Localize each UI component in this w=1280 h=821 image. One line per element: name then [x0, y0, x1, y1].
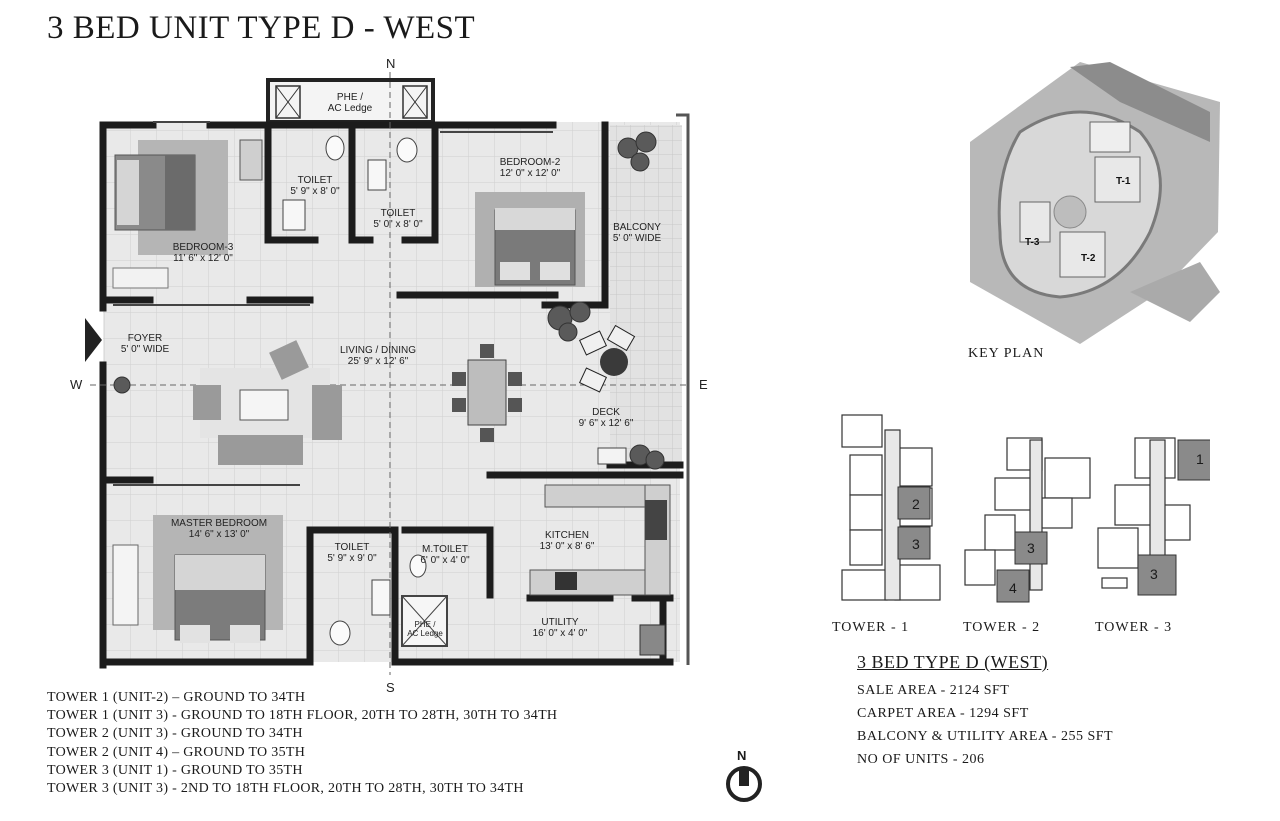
tower-3-name: TOWER - 3 [1095, 620, 1173, 635]
dining-table [467, 359, 507, 426]
tower-3-diagram [1097, 437, 1191, 589]
key-plan-t2: T-2 [1081, 253, 1096, 264]
tower-1-unit-3 [897, 526, 931, 560]
note-line: TOWER 3 (UNIT 3) - 2ND TO 18TH FLOOR, 20… [47, 781, 524, 797]
tower-1-unit-2-label: 2 [912, 496, 920, 512]
deck-table [600, 348, 628, 376]
key-plan-map [970, 62, 1220, 344]
tower-1-name: TOWER - 1 [832, 620, 910, 635]
plants [113, 131, 665, 470]
note-line: TOWER 2 (UNIT 4) – GROUND TO 35TH [47, 744, 306, 760]
compass-e: E [699, 377, 708, 392]
note-line: TOWER 1 (UNIT 3) - GROUND TO 18TH FLOOR,… [47, 708, 558, 724]
tower-2-name: TOWER - 2 [963, 620, 1041, 635]
compass-w: W [70, 377, 83, 392]
note-line: TOWER 3 (UNIT 1) - GROUND TO 35TH [47, 762, 303, 778]
tower-1-diagram [841, 414, 941, 601]
north-compass-icon [726, 766, 762, 802]
north-symbol-letter: N [737, 748, 747, 763]
tower-2-diagram [964, 437, 1091, 591]
deck-tiles [610, 125, 682, 465]
tower-2-unit-4-label: 4 [1009, 580, 1017, 596]
summary-carpet-area: CARPET AREA - 1294 SFT [857, 706, 1029, 721]
tower-2-unit-3 [1014, 531, 1048, 565]
entrance-arrow [85, 318, 102, 362]
compass-n: N [386, 56, 396, 71]
tower-1-unit-3-label: 3 [912, 536, 920, 552]
summary-balcony-utility: BALCONY & UTILITY AREA - 255 SFT [857, 729, 1114, 744]
tower-3-unit-3 [1137, 554, 1177, 596]
floor-plan [85, 72, 690, 675]
phe-bottom-label: PHE /AC Ledge [407, 620, 443, 638]
tower-2-unit-4 [996, 569, 1030, 603]
phe-top-label: PHE /AC Ledge [327, 92, 373, 114]
key-plan-t3: T-3 [1025, 237, 1040, 248]
tower-1-unit-2 [897, 486, 931, 520]
summary-units: NO OF UNITS - 206 [857, 752, 985, 767]
tower-3-unit-1-label: 1 [1196, 451, 1204, 467]
walls [99, 121, 684, 669]
page-title: 3 BED UNIT TYPE D - WEST [47, 10, 476, 46]
summary-heading: 3 BED TYPE D (WEST) [857, 652, 1049, 672]
tower-diagrams [841, 414, 1210, 603]
note-line: TOWER 2 (UNIT 3) - GROUND TO 34TH [47, 726, 303, 742]
key-plan-label: KEY PLAN [968, 346, 1045, 361]
note-line: TOWER 1 (UNIT-2) – GROUND TO 34TH [47, 690, 306, 705]
key-plan-t1: T-1 [1116, 176, 1131, 187]
tower-3-unit-1 [1177, 439, 1210, 481]
summary-sale-area: SALE AREA - 2124 SFT [857, 683, 1010, 698]
tower-2-unit-3-label: 3 [1027, 540, 1035, 556]
unit-summary: 3 BED TYPE D (WEST) SALE AREA - 2124 SFT… [857, 652, 1113, 771]
compass-s: S [386, 680, 395, 695]
tower-availability-notes: TOWER 1 (UNIT-2) – GROUND TO 34TH TOWER … [47, 689, 557, 798]
tower-3-unit-3-label: 3 [1150, 566, 1158, 582]
